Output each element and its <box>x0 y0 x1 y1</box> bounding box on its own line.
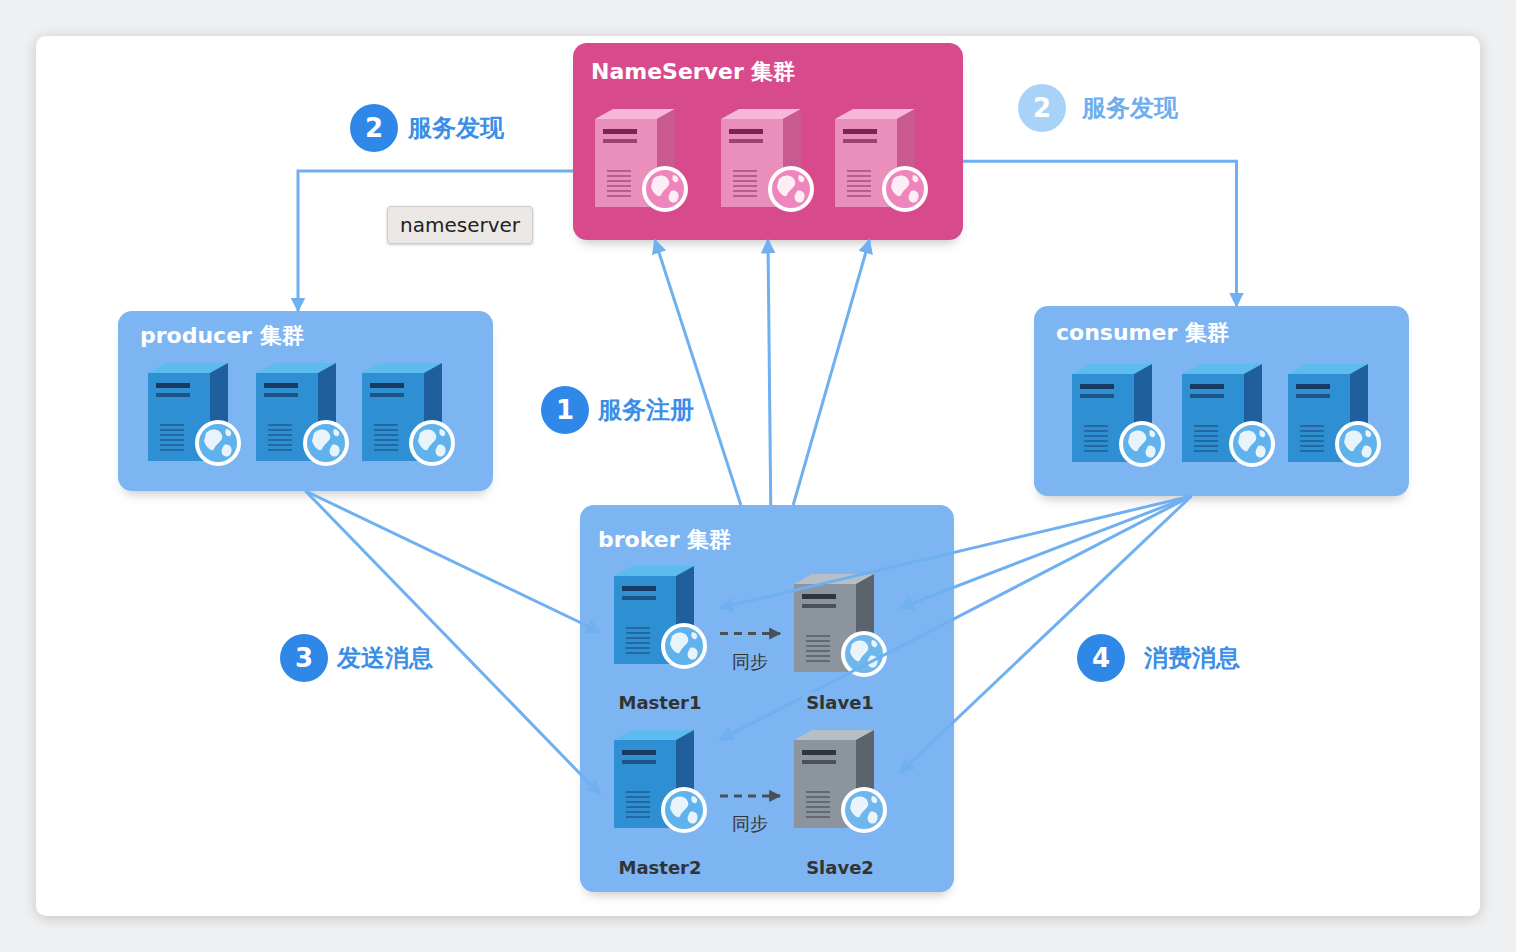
flow-arrow <box>900 496 1192 773</box>
master-broker: Master1 <box>600 560 720 720</box>
flow-arrow <box>720 496 1192 608</box>
server-icon <box>1182 364 1273 465</box>
step-label: 服务注册 <box>594 392 698 428</box>
callout-number: 1 <box>541 386 589 434</box>
producer-cluster: producer 集群 <box>118 311 493 491</box>
server-icon <box>614 730 705 831</box>
step-label: 服务发现 <box>404 110 508 146</box>
flow-arrow <box>963 161 1237 306</box>
server-icon <box>148 363 239 464</box>
flow-arrow <box>298 171 573 311</box>
edge-label: 同步 <box>729 812 771 836</box>
slave-broker: Slave2 <box>780 720 900 885</box>
edge-label: 同步 <box>729 650 771 674</box>
flow-arrow <box>655 240 741 505</box>
server-icon <box>256 363 347 464</box>
flow-arrow <box>900 496 1192 608</box>
cluster-title: consumer 集群 <box>1056 320 1229 346</box>
server-name: Slave1 <box>802 692 878 714</box>
sync-arrow <box>720 632 780 635</box>
master-broker: Master2 <box>600 720 720 885</box>
flow-arrow <box>720 496 1192 740</box>
flow-arrow <box>793 240 869 505</box>
cluster-title: broker 集群 <box>598 527 731 553</box>
tooltip-label: nameserver <box>387 206 533 244</box>
callout-number: 4 <box>1077 634 1125 682</box>
server-icon <box>1072 364 1163 465</box>
server-icon <box>794 730 885 831</box>
callout-number: 3 <box>280 634 328 682</box>
step-label: 消费消息 <box>1140 640 1244 676</box>
step-label: 发送消息 <box>333 640 437 676</box>
server-icon <box>835 109 926 210</box>
server-icon <box>1288 364 1379 465</box>
callout-number: 2 <box>350 104 398 152</box>
server-icon <box>595 109 686 210</box>
server-icon <box>794 574 885 675</box>
server-icon <box>721 109 812 210</box>
server-name: Master2 <box>615 857 706 879</box>
server-name: Slave2 <box>802 857 878 879</box>
flow-arrow <box>768 240 771 505</box>
sync-arrow <box>720 794 780 797</box>
slave-broker: Slave1 <box>780 560 900 720</box>
server-icon <box>362 363 453 464</box>
step-label: 服务发现 <box>1078 90 1182 126</box>
flow-arrow <box>306 491 601 794</box>
cluster-title: NameServer 集群 <box>591 59 796 85</box>
server-icon <box>614 566 705 667</box>
nameserver-cluster: NameServer 集群 <box>573 43 963 240</box>
callout-number: 2 <box>1018 84 1066 132</box>
flow-arrow <box>306 491 601 632</box>
cluster-title: producer 集群 <box>140 323 304 349</box>
consumer-cluster: consumer 集群 <box>1034 306 1409 496</box>
server-name: Master1 <box>615 692 706 714</box>
